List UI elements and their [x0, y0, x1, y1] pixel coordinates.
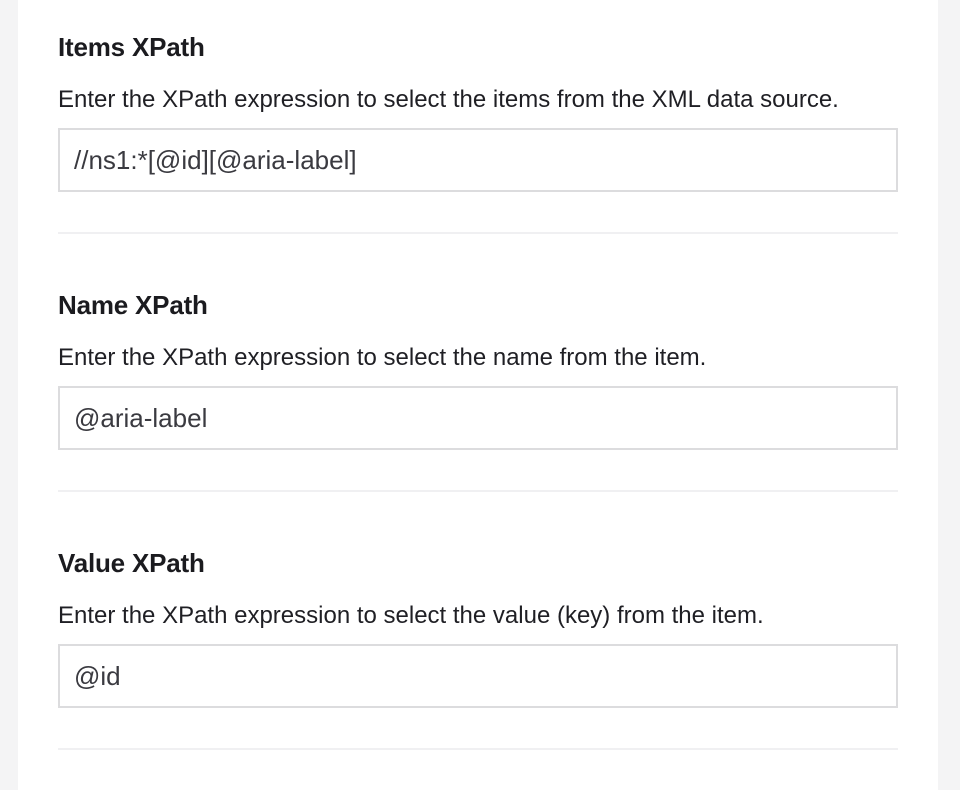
items-xpath-help-text: Enter the XPath expression to select the…	[58, 86, 839, 113]
name-xpath-field: Name XPath Enter the XPath expression to…	[58, 258, 898, 516]
name-xpath-label: Name XPath	[58, 290, 208, 320]
items-xpath-label: Items XPath	[58, 32, 205, 62]
value-xpath-field: Value XPath Enter the XPath expression t…	[58, 516, 898, 774]
value-xpath-input[interactable]	[58, 644, 898, 708]
items-xpath-field: Items XPath Enter the XPath expression t…	[58, 0, 898, 258]
section-divider	[58, 748, 898, 750]
items-xpath-input[interactable]	[58, 128, 898, 192]
section-divider	[58, 232, 898, 234]
value-xpath-label: Value XPath	[58, 548, 205, 578]
section-divider	[58, 490, 898, 492]
name-xpath-help-text: Enter the XPath expression to select the…	[58, 344, 707, 371]
name-xpath-input[interactable]	[58, 386, 898, 450]
value-xpath-help-text: Enter the XPath expression to select the…	[58, 602, 764, 629]
settings-panel: Items XPath Enter the XPath expression t…	[18, 0, 938, 790]
